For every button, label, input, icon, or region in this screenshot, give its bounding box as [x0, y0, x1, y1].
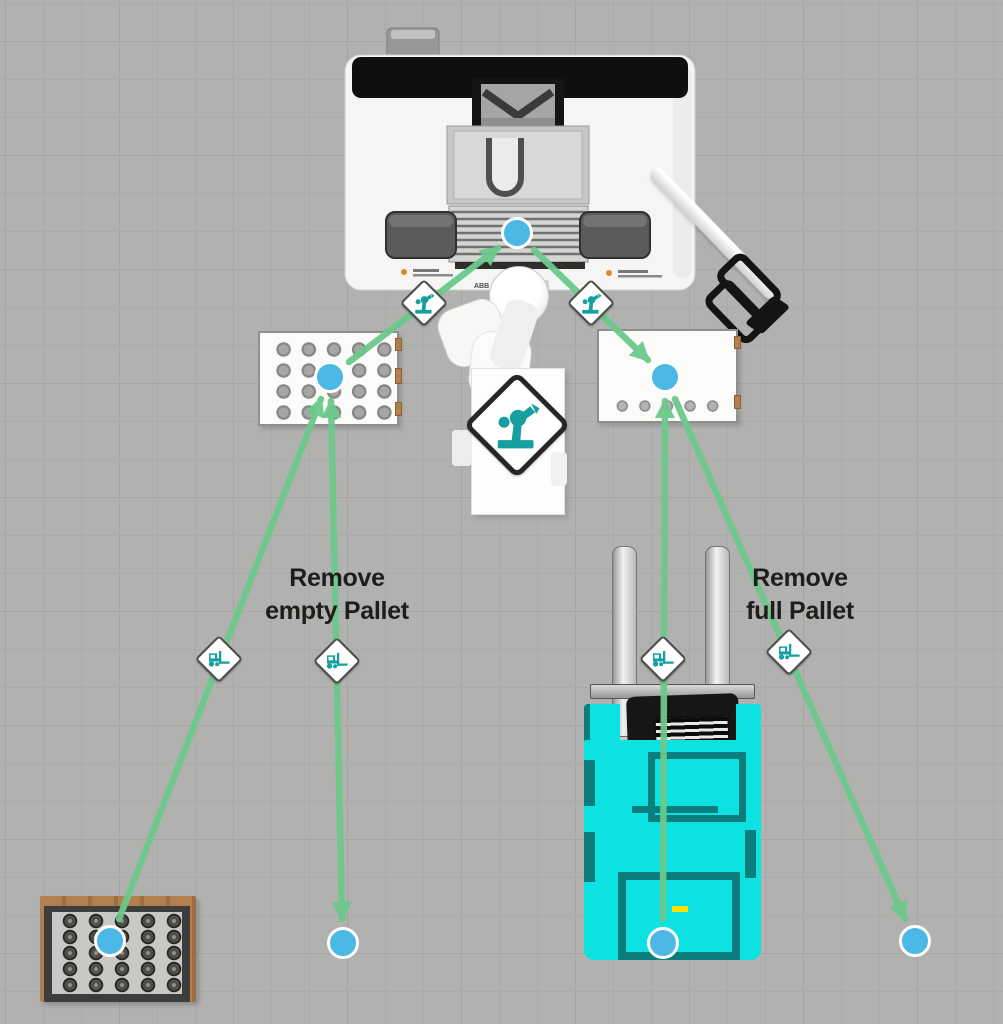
waypoint-node[interactable] [501, 217, 533, 249]
robot-arm-icon [415, 293, 435, 314]
forklift-icon [326, 652, 348, 669]
transport-step-icon[interactable] [194, 634, 244, 684]
machine-spindle [486, 138, 524, 197]
robot-brand-label: ABB [474, 283, 490, 290]
waypoint-node[interactable] [94, 925, 126, 957]
agv-indicator [672, 906, 688, 912]
waypoint-node[interactable] [327, 927, 359, 959]
waypoint-node[interactable] [647, 927, 679, 959]
cnc-machine [344, 27, 696, 291]
transport-step-icon[interactable] [638, 634, 688, 684]
machine-top-band [352, 57, 688, 98]
forklift-icon [208, 650, 230, 667]
robot-process-icon[interactable] [463, 371, 571, 479]
unload-station-parts [611, 396, 724, 416]
status-led-left [401, 269, 407, 275]
forklift-icon [652, 650, 674, 667]
waypoint-node[interactable] [314, 361, 346, 393]
raw-material-parts [57, 913, 187, 993]
waypoint-node[interactable] [649, 361, 681, 393]
robot-arm-icon [582, 293, 602, 314]
transport-step-icon[interactable] [312, 636, 362, 686]
waypoint-node[interactable] [899, 925, 931, 957]
transport-step-icon[interactable] [764, 627, 814, 677]
remove-full-pallet-label: Remove full Pallet [746, 564, 854, 625]
forklift-icon [778, 643, 800, 660]
remove-empty-pallet-label: Remove empty Pallet [265, 564, 409, 625]
status-led-right [606, 270, 612, 276]
robot-arm-icon [497, 403, 540, 449]
